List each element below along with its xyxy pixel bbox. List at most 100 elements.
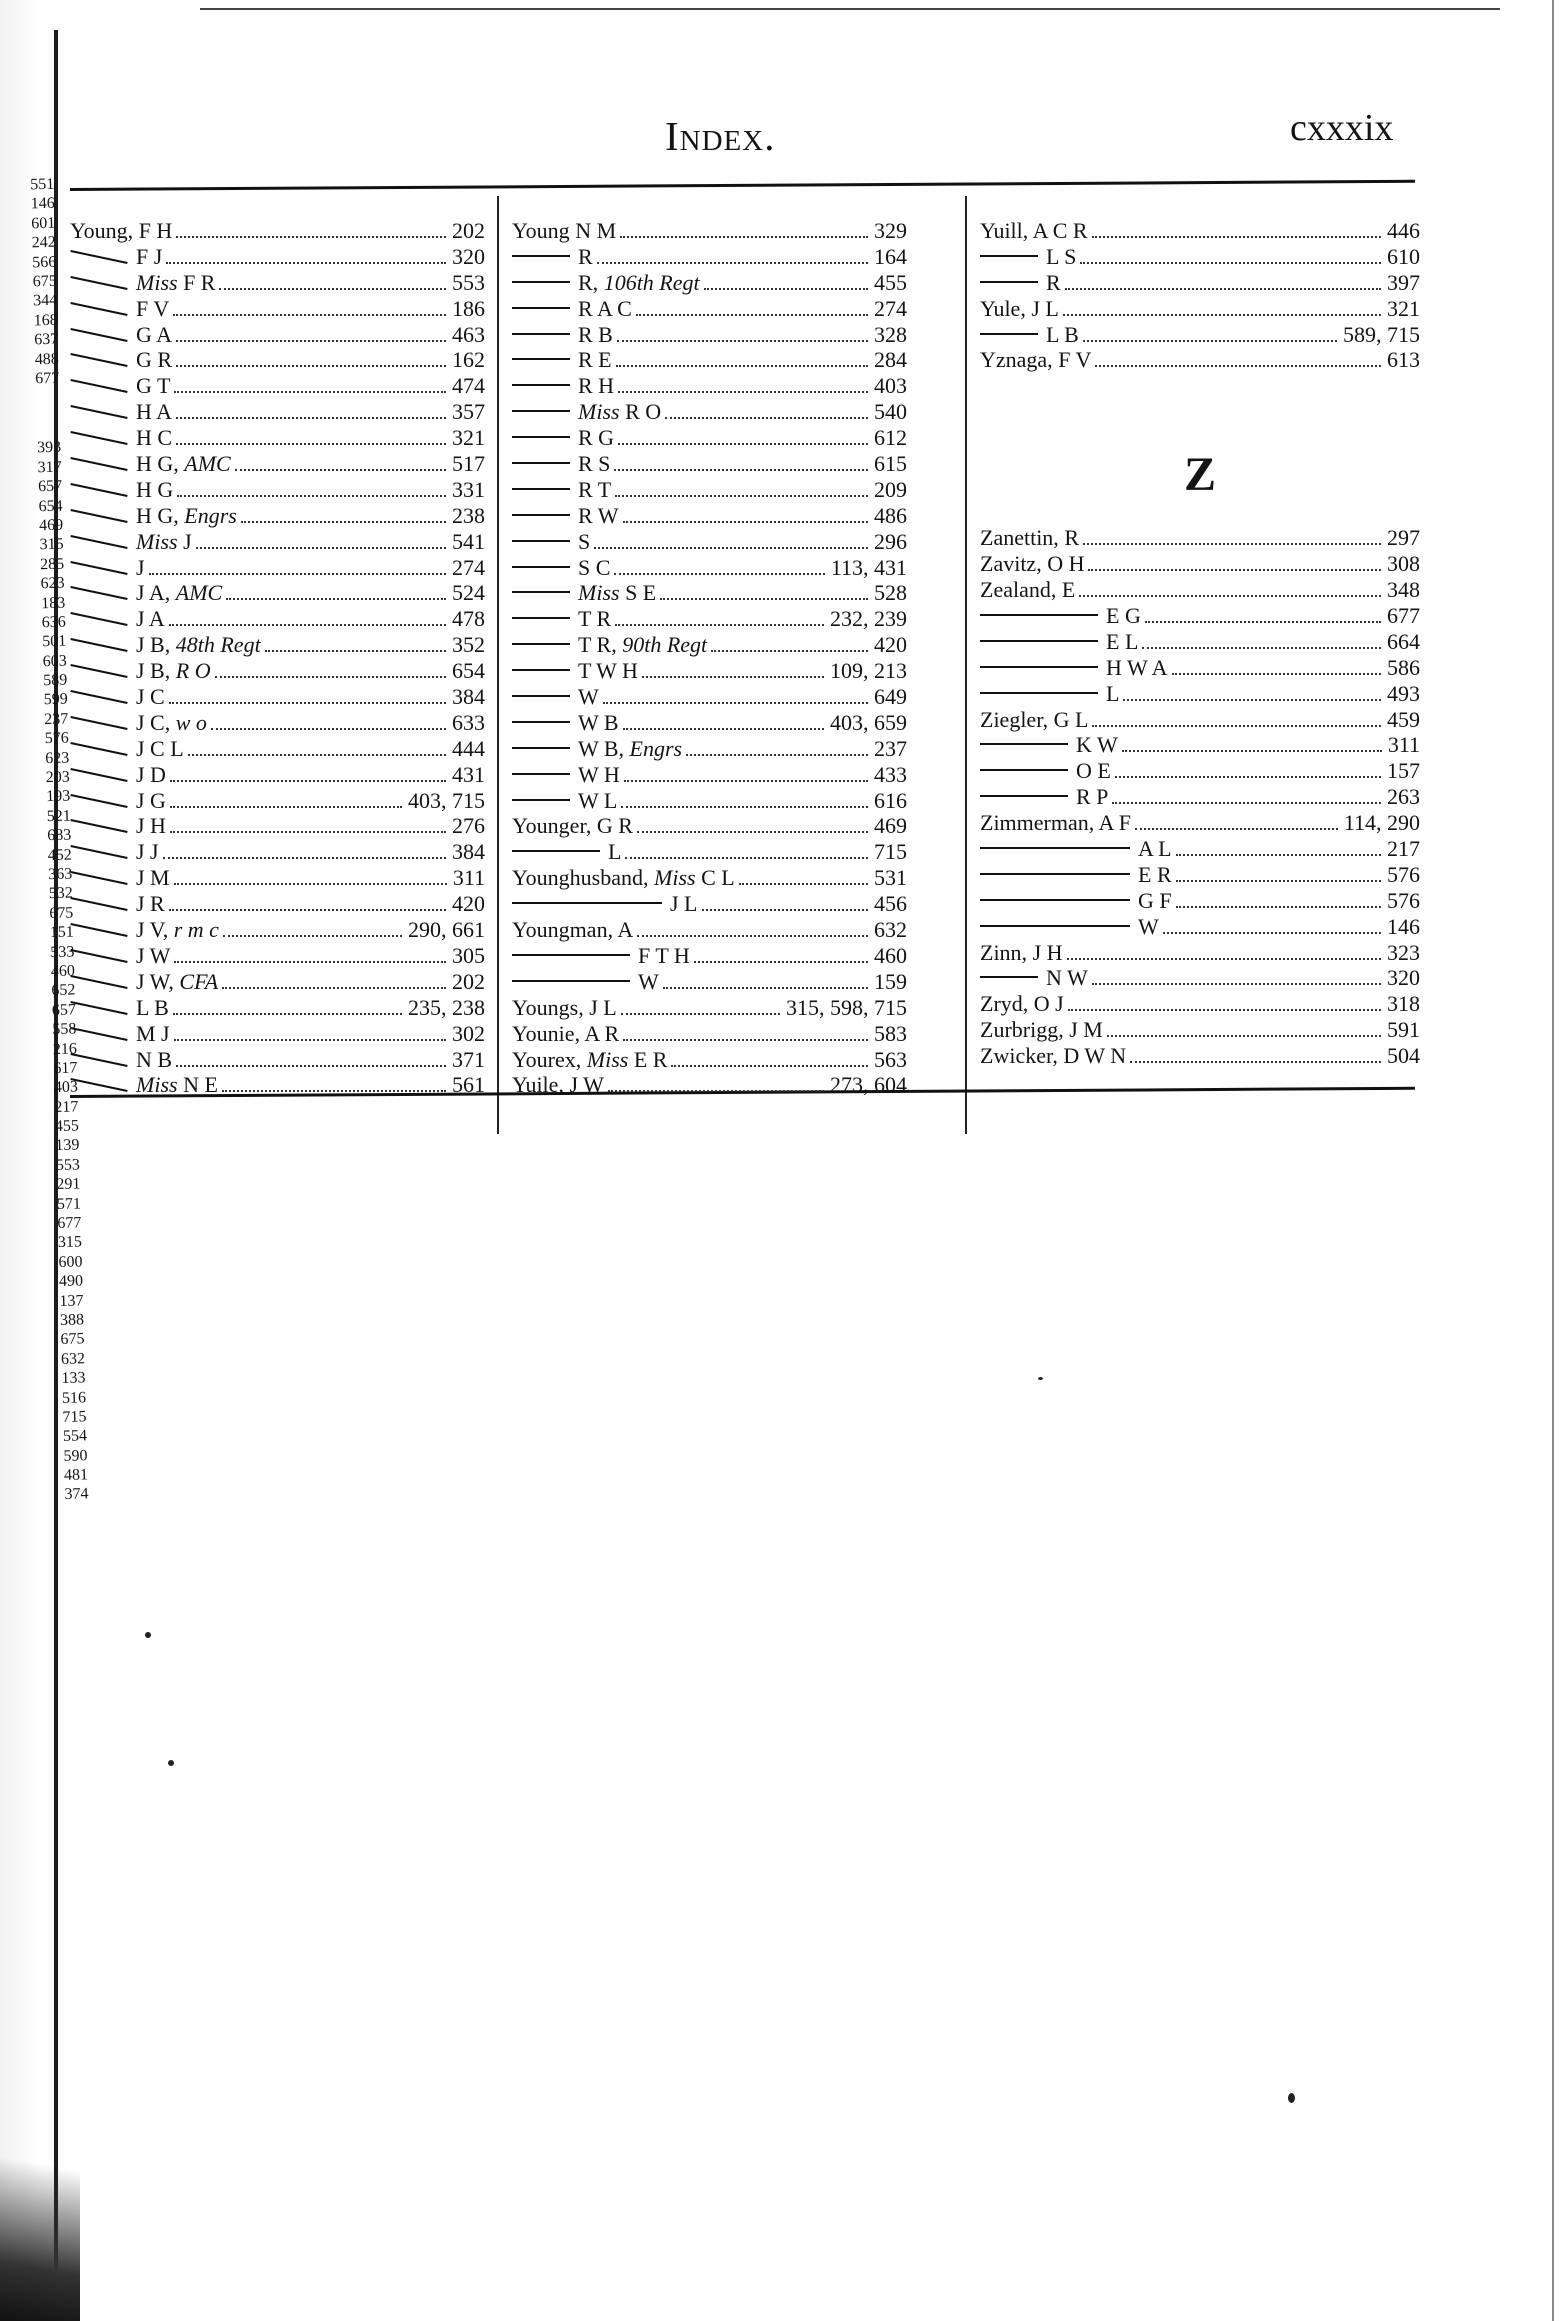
leader-dots — [641, 676, 824, 679]
leader-dots — [1095, 365, 1381, 368]
entry-initials: L — [608, 839, 622, 865]
gutter-number: 393 — [36, 439, 62, 457]
ditto-dash — [980, 743, 1068, 746]
gutter-number: 501 — [41, 632, 67, 651]
leader-dots — [618, 443, 868, 446]
ditto-dash — [70, 948, 128, 963]
entry-pages: 420 — [874, 632, 907, 658]
gutter-number: 715 — [62, 1408, 87, 1426]
entry-name: Zurbrigg, J M — [980, 1017, 1103, 1043]
entry-title: Miss — [654, 865, 702, 891]
gutter-number: 315 — [57, 1233, 83, 1252]
ditto-dash — [512, 617, 570, 620]
entry-pages: 321 — [452, 425, 485, 451]
gutter-number: 388 — [59, 1311, 85, 1329]
entry-name: J C L — [136, 736, 184, 762]
leader-dots — [173, 313, 446, 316]
entry-pages: 357 — [452, 399, 485, 425]
column-divider-1 — [497, 196, 499, 1134]
ditto-dash — [980, 924, 1130, 927]
entry-name: R P — [1076, 784, 1108, 810]
gutter-number: 657 — [37, 477, 63, 496]
entry-surname: Zwicker, — [980, 1043, 1064, 1069]
entry-name: Zanettin, R — [980, 525, 1079, 551]
entry-unit: r m c — [173, 917, 219, 943]
leader-dots — [1091, 983, 1381, 986]
entry-initials: R W — [578, 502, 619, 528]
entry-pages: 493 — [1387, 680, 1420, 706]
entry-initials: J G — [136, 787, 166, 813]
leader-dots — [620, 1012, 780, 1015]
entry-name: S — [578, 529, 590, 555]
entry-pages: 433 — [874, 761, 907, 787]
entry-pages: 478 — [452, 606, 485, 632]
entry-name: R E — [578, 347, 612, 373]
ditto-dash — [70, 767, 128, 782]
leader-dots — [176, 443, 446, 446]
leader-dots — [622, 727, 824, 730]
entry-name: Zryd, O J — [980, 991, 1064, 1017]
gutter-number: 652 — [51, 981, 76, 1000]
entry-pages: 320 — [1387, 965, 1420, 991]
leader-dots — [1092, 724, 1381, 727]
entry-unit: 106th Regt — [603, 269, 700, 295]
ditto-dash — [512, 565, 570, 568]
entry-pages: 456 — [874, 891, 907, 917]
ditto-dash — [70, 405, 128, 420]
entry-pages: 274 — [452, 554, 485, 580]
gutter-number: 452 — [47, 846, 73, 864]
entry-name: T W H — [578, 658, 638, 684]
entry-pages: 232, 239 — [830, 606, 907, 632]
entry-initials: J B, — [136, 658, 176, 684]
entry-name: E L — [1106, 629, 1138, 655]
gutter-number: 636 — [41, 613, 66, 632]
entry-name: W — [1138, 914, 1159, 940]
entry-surname: Yuill, — [980, 218, 1033, 243]
leader-dots — [264, 650, 446, 653]
leader-dots — [1112, 802, 1381, 805]
entry-initials: E R — [633, 1046, 668, 1072]
entry-unit: w o — [175, 709, 207, 735]
leader-dots — [1091, 236, 1381, 238]
gutter-number: 603 — [42, 652, 67, 670]
leader-dots — [1175, 879, 1381, 882]
gutter-number: 675 — [60, 1330, 85, 1349]
entry-name: H G, AMC — [136, 451, 231, 477]
gutter-number: 553 — [55, 1156, 81, 1174]
gutter-number: 657 — [51, 1001, 77, 1019]
ditto-dash — [512, 643, 570, 646]
entry-surname: Yuile, — [512, 1072, 570, 1098]
entry-surname: Youngman, — [512, 917, 618, 943]
entry-initials: J R — [136, 891, 165, 917]
ditto-dash — [512, 850, 600, 853]
entry-name: R G — [578, 425, 614, 451]
gutter-number: 455 — [54, 1117, 80, 1136]
page-top-edge — [200, 8, 1500, 10]
entry-name: J D — [136, 762, 166, 788]
gutter-number: 675 — [49, 904, 74, 922]
leader-dots — [162, 857, 446, 860]
leader-dots — [616, 339, 868, 342]
entry-name: G R — [136, 347, 172, 373]
ditto-dash — [70, 560, 128, 575]
leader-dots — [621, 805, 868, 808]
entry-initials: J W — [136, 942, 171, 968]
leader-dots — [219, 287, 446, 290]
leader-dots — [176, 339, 446, 342]
entry-pages: 583 — [874, 1020, 907, 1046]
entry-name: Miss N E — [136, 1072, 218, 1098]
ditto-dash — [512, 410, 570, 413]
